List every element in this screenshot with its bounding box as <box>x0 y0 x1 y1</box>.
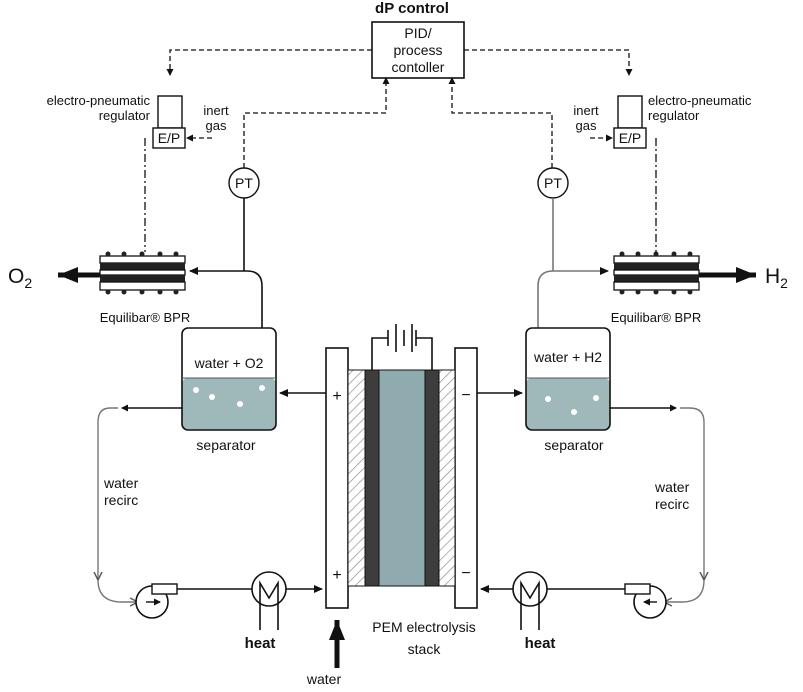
h2-bubble <box>545 396 551 402</box>
back-pressure-regulator-right <box>613 251 700 295</box>
power-wire-left <box>371 337 388 370</box>
bpr-left-label: Equilibar® BPR <box>100 310 191 325</box>
o2-label: O2 <box>8 265 32 291</box>
left-recirc-line-to-pump <box>97 579 138 602</box>
o2-bubble <box>209 394 215 400</box>
cathode-minus-top: − <box>461 387 470 404</box>
stack-label-line1: PEM electrolysis <box>372 619 475 635</box>
regulator-right-label-line2: regulator <box>648 108 700 123</box>
separator-left-content: water + O2 <box>194 355 264 371</box>
signal-line-right-regulator <box>464 49 633 76</box>
anode-diffusion-layer <box>347 369 366 587</box>
right-recirc-label-line2: recirc <box>655 496 689 512</box>
pump-right-icon <box>624 583 667 619</box>
signal-line-left-regulator <box>166 49 372 76</box>
separator-right-vessel <box>525 327 611 431</box>
separator-left-label: separator <box>196 437 255 453</box>
right-recirc-line-to-pump <box>664 579 705 602</box>
power-wire-right <box>416 337 433 370</box>
o2-bubble <box>237 401 243 407</box>
bpr-right-label: Equilibar® BPR <box>611 310 702 325</box>
pt-left-label: PT <box>235 175 253 191</box>
regulator-right-ep-box <box>613 127 647 149</box>
heat-exchanger-right-icon <box>512 571 548 630</box>
right-recirc-line-down <box>680 407 704 580</box>
o2-bubble <box>193 387 199 393</box>
regulator-right-label-line1: electro-pneumatic <box>648 93 752 108</box>
controller-label-line3: contoller <box>392 59 445 75</box>
heat-left-label: heat <box>245 635 276 652</box>
separator-left-vessel <box>181 327 277 431</box>
controller-label-line1: PID/ <box>404 25 431 41</box>
separator-right-liquid <box>526 378 610 430</box>
heat-right-label: heat <box>525 635 556 652</box>
signal-line-left-pt <box>243 77 390 168</box>
inert-gas-right-line1: inert <box>573 103 599 118</box>
h2-bubble <box>593 395 599 401</box>
pem-membrane <box>378 369 426 587</box>
h2-label: H2 <box>765 265 788 291</box>
h2-bubble <box>571 409 577 415</box>
controller-label-line2: process <box>393 42 442 58</box>
regulator-left-label-line1: electro-pneumatic <box>47 93 151 108</box>
o2-bubble <box>259 385 265 391</box>
heat-exchanger-left-icon <box>251 571 287 630</box>
cathode-electrode <box>424 369 440 587</box>
regulator-left-label-line2: regulator <box>99 108 151 123</box>
separator-right-label: separator <box>544 437 603 453</box>
regulator-right-body <box>617 95 643 129</box>
right-recirc-label-line1: water <box>654 479 690 495</box>
h2-gas-line <box>537 267 609 328</box>
dc-power-source-icon <box>387 324 417 352</box>
anode-plus-top: + <box>332 388 341 405</box>
regulator-left-body <box>157 95 183 129</box>
dp-control-label: dP control <box>375 0 449 17</box>
anode-electrode <box>364 369 380 587</box>
separator-right-content: water + H2 <box>533 349 602 365</box>
inert-gas-left-line1: inert <box>203 103 229 118</box>
water-inlet-label: water <box>306 671 342 687</box>
signal-line-right-pt <box>448 77 553 168</box>
pt-right-label: PT <box>544 175 562 191</box>
regulator-right-ep-label: E/P <box>619 130 642 146</box>
left-recirc-line-down <box>98 407 118 580</box>
inert-gas-left-line2: gas <box>206 118 227 133</box>
inert-gas-right-line2: gas <box>576 118 597 133</box>
pid-controller-box <box>371 21 465 79</box>
pump-left-icon <box>135 583 178 619</box>
regulator-left-ep-label: E/P <box>158 130 181 146</box>
stack-label-line2: stack <box>408 641 442 657</box>
cathode-minus-bottom: − <box>461 565 470 582</box>
anode-plus-bottom: + <box>332 567 341 584</box>
left-recirc-label-line1: water <box>103 475 139 491</box>
separator-left-liquid <box>182 378 276 430</box>
back-pressure-regulator-left <box>99 251 186 295</box>
regulator-left-ep-box <box>152 127 186 149</box>
left-recirc-label-line2: recirc <box>104 492 138 508</box>
cathode-diffusion-layer <box>438 369 456 587</box>
o2-gas-line <box>189 267 263 328</box>
